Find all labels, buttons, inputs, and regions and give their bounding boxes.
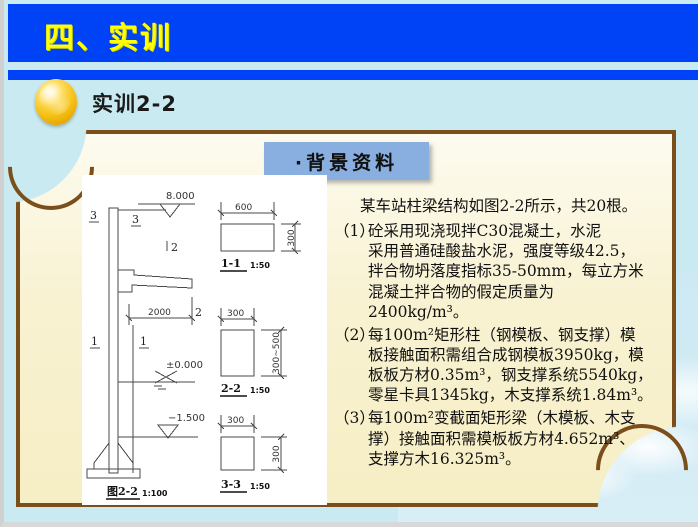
section-subtitle: 实训2-2 (92, 92, 177, 116)
item-body: 每100m²变截面矩形梁（木模板、木支 撑）接触面积需模板板方材4.652m³、… (368, 408, 654, 468)
background-text-column: 某车站柱梁结构如图2-2所示，共20根。 （1） 砼采用现浇现拌C30混凝土，水… (334, 196, 654, 472)
item-line: 撑）接触面积需模板板方材4.652m³、 (368, 429, 635, 448)
svg-text:1: 1 (91, 335, 98, 348)
list-item: （1） 砼采用现浇现拌C30混凝土，水泥 采用普通硅酸盐水泥，强度等级42.5，… (334, 221, 654, 322)
svg-text:8.000: 8.000 (166, 191, 195, 202)
svg-text:±0.000: ±0.000 (166, 360, 203, 371)
background-material-label: ·背景资料 (264, 142, 429, 180)
section-1-1-scale: 1:50 (250, 261, 270, 270)
engineering-drawing-panel: 8.000 ±0.000 −1.500 2000 3 3 (82, 175, 327, 505)
svg-text:−1.500: −1.500 (168, 413, 205, 424)
item-body: 每100m²矩形柱（钢模板、钢支撑）模 板接触面积需组合成钢模板3950kg，模… (368, 325, 654, 406)
item-line: 每100m²矩形柱（钢模板、钢支撑）模 (368, 325, 636, 344)
elevation-scale: 1:100 (142, 489, 168, 498)
svg-text:300: 300 (227, 309, 244, 319)
item-line: 支撑方木16.325m³。 (368, 449, 521, 468)
item-line: 零星卡具1345kg，木支撑系统1.84m³。 (368, 386, 653, 405)
gold-sphere-icon (35, 79, 77, 125)
item-number: （1） (334, 222, 375, 241)
item-line: 砼采用现浇现拌C30混凝土，水泥 (368, 222, 602, 241)
section-2-2-scale: 1:50 (250, 386, 270, 395)
elevation-caption: 图2-2 (107, 485, 138, 498)
svg-text:1: 1 (140, 335, 147, 348)
item-line: 板板方材0.35m³，钢支撑系统5540kg， (368, 366, 653, 385)
svg-text:3: 3 (132, 213, 139, 226)
svg-text:600: 600 (235, 203, 252, 213)
item-line: 采用普通硅酸盐水泥，强度等级42.5， (368, 242, 636, 261)
item-line: 板接触面积需组合成钢模板3950kg，模 (368, 345, 644, 364)
section-2-2-caption: 2-2 (221, 382, 241, 395)
item-line: 每100m²变截面矩形梁（木模板、木支 (368, 409, 636, 428)
svg-text:2: 2 (195, 306, 202, 319)
section-3-3-scale: 1:50 (250, 482, 270, 491)
section-1-1-caption: 1-1 (221, 257, 241, 270)
svg-text:2000: 2000 (148, 308, 171, 318)
svg-text:300: 300 (287, 229, 297, 246)
item-body: 砼采用现浇现拌C30混凝土，水泥 采用普通硅酸盐水泥，强度等级42.5， 拌合物… (368, 221, 654, 322)
header-banner: 四、实训 (8, 4, 698, 62)
item-line: 混凝土拌合物的假定质量为2400kg/m³。 (368, 282, 555, 321)
header-accent-bar (8, 70, 698, 80)
svg-text:300~500: 300~500 (272, 332, 282, 374)
list-item: （2） 每100m²矩形柱（钢模板、钢支撑）模 板接触面积需组合成钢模板3950… (334, 325, 654, 406)
svg-text:300: 300 (227, 416, 244, 426)
item-number: （2） (334, 325, 375, 344)
item-number: （3） (334, 409, 375, 428)
svg-text:2: 2 (171, 241, 178, 254)
svg-text:300: 300 (272, 445, 282, 462)
page-title: 四、实训 (44, 21, 172, 56)
item-line: 拌合物坍落度指标35-50mm，每立方米 (368, 262, 644, 281)
svg-text:3: 3 (90, 209, 97, 222)
drawing-svg: 8.000 ±0.000 −1.500 2000 3 3 (86, 191, 301, 500)
section-3-3-caption: 3-3 (221, 478, 241, 491)
lead-paragraph: 某车站柱梁结构如图2-2所示，共20根。 (360, 197, 638, 215)
list-item: （3） 每100m²变截面矩形梁（木模板、木支 撑）接触面积需模板板方材4.65… (334, 408, 654, 468)
